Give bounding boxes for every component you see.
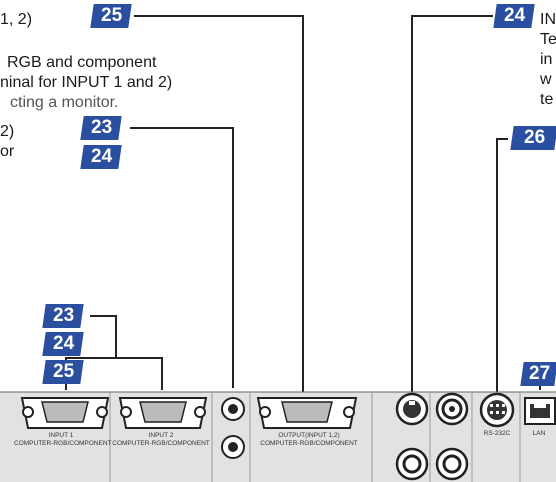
left-text-line-4: cting a monitor. <box>10 94 119 111</box>
callout-26-right: 26 <box>510 126 556 150</box>
rs232c-label: RS-232C <box>483 430 511 437</box>
input-1-title: INPUT 1 <box>48 432 74 439</box>
audio-jack-icon <box>221 397 245 459</box>
right-text-line-4: w <box>540 71 552 88</box>
output-subtitle: COMPUTER-RGB/COMPONENT <box>260 440 358 447</box>
input-2-title: INPUT 2 <box>148 432 174 439</box>
lan-label: LAN <box>532 430 546 437</box>
input-2-subtitle: COMPUTER-RGB/COMPONENT <box>112 440 210 447</box>
callout-25-left: 25 <box>42 360 84 384</box>
callout-23-mid: 23 <box>80 116 122 140</box>
input-2-label: INPUT 2 COMPUTER-RGB/COMPONENT <box>112 432 210 448</box>
leader-lines <box>65 15 541 400</box>
rca-audio-left-icon <box>395 447 429 481</box>
input-2-vga-port <box>118 397 208 429</box>
left-text-line-6: or <box>0 143 15 160</box>
right-text-line-3: in <box>540 51 553 68</box>
s-video-port-icon <box>395 392 429 426</box>
callout-24-left: 24 <box>42 332 84 356</box>
input-1-label: INPUT 1 COMPUTER-RGB/COMPONENT <box>14 432 112 448</box>
rca-video-port-icon <box>435 392 469 426</box>
callout-24-top: 24 <box>493 4 535 28</box>
callout-24-mid: 24 <box>80 145 122 169</box>
callout-23-left: 23 <box>42 304 84 328</box>
callout-25-top: 25 <box>90 4 132 28</box>
input-1-vga-port <box>20 397 110 429</box>
left-text-line-2: RGB and component <box>7 54 157 71</box>
left-text-line-1: 1, 2) <box>0 11 33 28</box>
right-text-line-2: Te <box>540 31 556 48</box>
callout-27-right: 27 <box>520 362 556 386</box>
lan-port-icon <box>524 397 556 425</box>
output-label: OUTPUT(INPUT 1,2) COMPUTER-RGB/COMPONENT <box>256 432 362 448</box>
right-text-line-1: IN <box>540 11 556 28</box>
left-text-line-3: ninal for INPUT 1 and 2) <box>0 74 173 91</box>
output-vga-port <box>256 397 358 429</box>
left-text-line-5: 2) <box>0 123 15 140</box>
right-text-line-5: te <box>540 91 554 108</box>
input-1-subtitle: COMPUTER-RGB/COMPONENT <box>14 440 112 447</box>
output-title: OUTPUT(INPUT 1,2) <box>278 432 340 439</box>
rca-audio-right-icon <box>435 447 469 481</box>
rs232c-port-icon <box>479 392 515 428</box>
